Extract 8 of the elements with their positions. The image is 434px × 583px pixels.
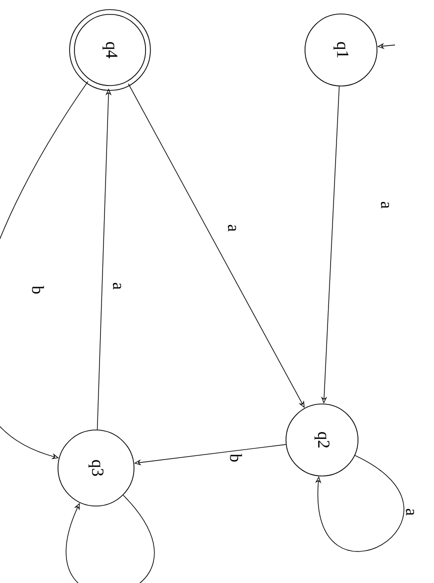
- arrow: [315, 455, 404, 552]
- edge-label: a: [380, 200, 390, 210]
- arrow: [66, 494, 154, 583]
- edge-label: b: [229, 452, 243, 464]
- edge-label: b: [31, 284, 45, 296]
- edge-label: a: [226, 223, 238, 233]
- edge-label: a: [112, 281, 122, 291]
- edge-label: a: [404, 507, 416, 517]
